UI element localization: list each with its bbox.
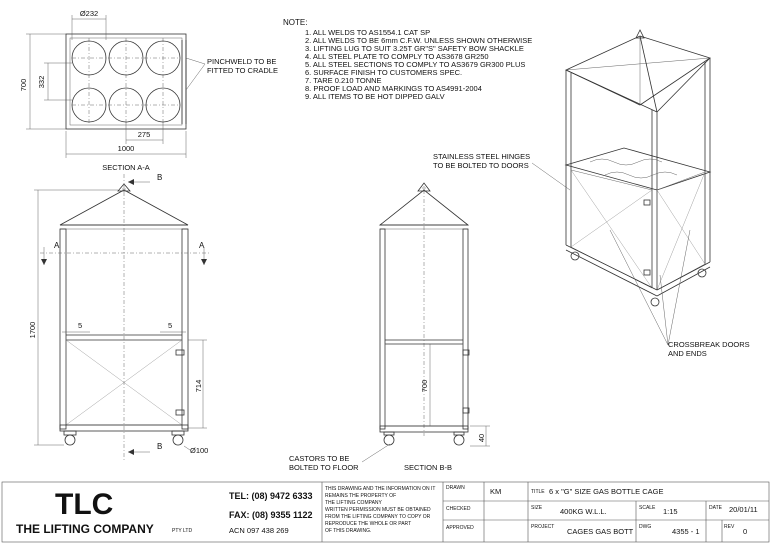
- rev-value: 0: [743, 527, 747, 536]
- dim-hole-pitch: 275: [138, 130, 151, 139]
- section-bb-caption: SECTION B-B: [404, 463, 452, 472]
- crossbreak-callout-line2: AND ENDS: [668, 349, 707, 358]
- front-view: A A B B 1700 5 5 714 Ø100: [28, 173, 210, 460]
- drawn-value: KM: [490, 487, 501, 496]
- note-6: 6. SURFACE FINISH TO CUSTOMERS SPEC.: [305, 68, 462, 77]
- side-left-post: [379, 228, 386, 430]
- section-aa-caption: SECTION A-A: [102, 163, 150, 172]
- hinge-icon: [175, 409, 185, 416]
- company-pty: PTY LTD: [172, 528, 192, 534]
- size-value: 400KG W.L.L.: [560, 507, 607, 516]
- title-block: TLC THE LIFTING COMPANY PTY LTD TEL: (08…: [1, 481, 770, 543]
- iso-roof-outline: [565, 35, 711, 106]
- front-right-post: [181, 228, 189, 430]
- dim-inner-height: 332: [37, 76, 46, 89]
- company-fax: FAX: (08) 9355 1122: [229, 510, 313, 520]
- dwg-value: 4355 - 1: [672, 527, 700, 536]
- section-bb-view: 700 40 SECTION B-B CASTORS TO BE BOLTED …: [289, 182, 490, 472]
- notes-heading: NOTE:: [283, 18, 307, 27]
- side-base: [379, 425, 469, 433]
- note-8: 8. PROOF LOAD AND MARKINGS TO AS4991-200…: [305, 84, 482, 93]
- castor-wheel: [64, 434, 76, 446]
- approved-label: APPROVED: [446, 525, 474, 531]
- isometric-view: STAINLESS STEEL HINGES TO BE BOLTED TO D…: [433, 29, 750, 358]
- rev-label: REV: [724, 524, 735, 530]
- note-9: 9. ALL ITEMS TO BE HOT DIPPED GALV: [305, 92, 445, 101]
- iso-cradle: [564, 147, 712, 191]
- scale-label: SCALE: [639, 505, 656, 511]
- dwg-label: DWG: [639, 524, 651, 530]
- scale-value: 1:15: [663, 507, 678, 516]
- drawn-label: DRAWN: [446, 485, 465, 491]
- company-logo: TLC: [55, 488, 113, 521]
- hinge-icon: [462, 349, 470, 356]
- note-3: 3. LIFTING LUG TO SUIT 3.25T GR"S" SAFET…: [305, 44, 524, 53]
- dim-gap-right: 5: [168, 321, 172, 330]
- company-tel: TEL: (08) 9472 6333: [229, 491, 313, 501]
- castor-wheel: [650, 297, 660, 307]
- castor-wheel: [172, 434, 184, 446]
- company-acn: ACN 097 438 269: [229, 526, 289, 535]
- section-mark-b-bottom: B: [157, 442, 162, 451]
- note-2: 2. ALL WELDS TO BE 6mm C.F.W. UNLESS SHO…: [305, 36, 532, 45]
- castor-wheel: [697, 268, 707, 278]
- disclaimer-line: THE LIFTING COMPANY: [325, 500, 383, 506]
- dim-bottle-diameter: Ø232: [80, 9, 98, 18]
- dim-gap-left: 5: [78, 321, 82, 330]
- pinchweld-callout-line2: FITTED TO CRADLE: [207, 66, 278, 75]
- date-label: DATE: [709, 505, 723, 511]
- size-label: SIZE: [531, 505, 543, 511]
- hinge-icon: [175, 349, 185, 356]
- note-5: 5. ALL STEEL SECTIONS TO COMPLY TO AS367…: [305, 60, 525, 69]
- castor-wheel: [383, 434, 395, 446]
- lifting-lug: [117, 183, 131, 192]
- castor-wheel: [453, 434, 465, 446]
- notes-block: NOTE: 1. ALL WELDS TO AS1554.1 CAT SP 2.…: [283, 18, 532, 101]
- front-left-post: [59, 228, 67, 430]
- disclaimer-line: REMAINS THE PROPERTY OF: [325, 493, 396, 499]
- hinge-callout-line1: STAINLESS STEEL HINGES: [433, 152, 530, 161]
- disclaimer-line: WRITTEN PERMISSION MUST BE OBTAINED: [325, 507, 431, 513]
- dim-cradle-width: 1000: [118, 144, 135, 153]
- castor-wheel: [570, 251, 580, 261]
- side-right-post: [462, 228, 469, 430]
- dim-base-height: 40: [477, 434, 486, 442]
- lifting-lug: [635, 29, 645, 39]
- section-mark-a-left: A: [54, 241, 60, 250]
- note-4: 4. ALL STEEL PLATE TO COMPLY TO AS3678 G…: [305, 52, 489, 61]
- hinge-callout-line2: TO BE BOLTED TO DOORS: [433, 161, 529, 170]
- date-value: 20/01/11: [729, 505, 758, 514]
- note-1: 1. ALL WELDS TO AS1554.1 CAT SP: [305, 28, 430, 37]
- pinchweld-callout-line1: PINCHWELD TO BE: [207, 57, 276, 66]
- disclaimer-line: REPRODUCE THE WHOLE OR PART: [325, 521, 411, 527]
- project-value: CAGES GAS BOTT: [567, 527, 634, 536]
- note-7: 7. TARE 0.210 TONNE: [305, 76, 382, 85]
- hinge-icon: [643, 199, 651, 206]
- title-label: TITLE: [531, 489, 545, 495]
- crossbreak-callout-line1: CROSSBREAK DOORS: [668, 340, 750, 349]
- disclaimer-line: OF THIS DRAWING.: [325, 528, 371, 534]
- dim-castor-diameter: Ø100: [190, 446, 208, 455]
- section-mark-a-right: A: [199, 241, 205, 250]
- hinge-icon: [643, 269, 651, 276]
- disclaimer-line: FROM THE LIFTING COMPANY TO COPY OR: [325, 514, 431, 520]
- dim-side-door-height: 700: [420, 380, 429, 393]
- section-aa-view: Ø232 700 332 275 1000 SECTION A-A PINCHW…: [19, 9, 278, 172]
- castor-callout-line2: BOLTED TO FLOOR: [289, 463, 359, 472]
- section-mark-b-top: B: [157, 173, 162, 182]
- dim-door-height: 714: [194, 380, 203, 393]
- dim-cradle-height: 700: [19, 79, 28, 92]
- disclaimer-line: THIS DRAWING AND THE INFORMATION ON IT: [325, 486, 435, 492]
- company-name: THE LIFTING COMPANY: [16, 522, 154, 536]
- castor-callout-line1: CASTORS TO BE: [289, 454, 349, 463]
- project-label: PROJECT: [531, 524, 554, 530]
- title-value: 6 x "G" SIZE GAS BOTTLE CAGE: [549, 487, 664, 496]
- checked-label: CHECKED: [446, 506, 471, 512]
- hinge-icon: [462, 407, 470, 414]
- dim-overall-height: 1700: [28, 322, 37, 339]
